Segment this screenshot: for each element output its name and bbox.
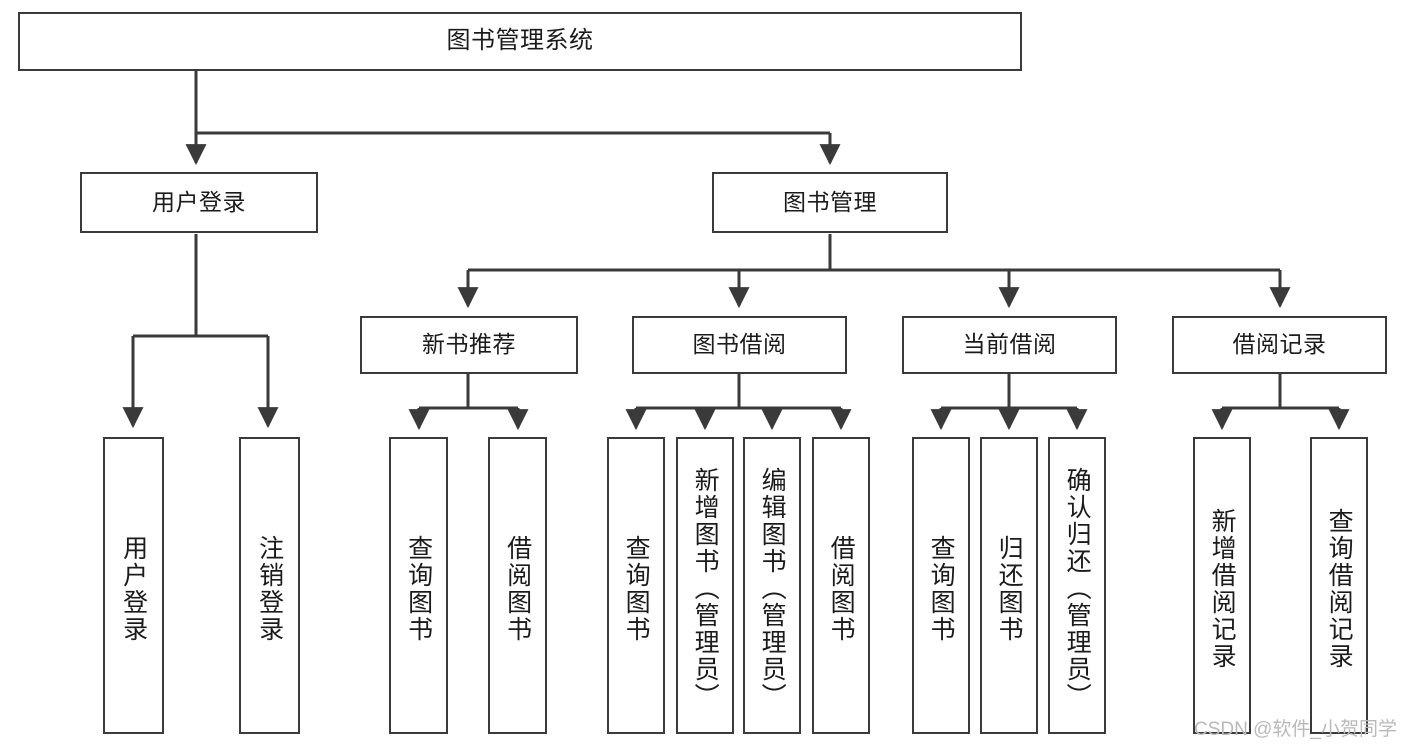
node-book-borrow[interactable]: 图书借阅 [632, 316, 847, 374]
node-leaf-borrow-book-2[interactable]: 借阅图书 [812, 437, 870, 734]
node-leaf-query-book-3[interactable]: 查询图书 [912, 437, 970, 734]
node-root-label: 图书管理系统 [446, 27, 594, 55]
node-leaf-query-book-2[interactable]: 查询图书 [607, 437, 665, 734]
node-leaf-borrow-book-1-label: 借阅图书 [503, 534, 532, 643]
node-leaf-query-book-1-label: 查询图书 [404, 534, 433, 643]
node-leaf-add-record-label: 新增借阅记录 [1208, 507, 1237, 670]
node-borrow-record[interactable]: 借阅记录 [1172, 316, 1387, 374]
node-current-borrow[interactable]: 当前借阅 [902, 316, 1117, 374]
node-leaf-return-book[interactable]: 归还图书 [980, 437, 1038, 734]
node-leaf-add-record[interactable]: 新增借阅记录 [1193, 437, 1251, 734]
node-leaf-user-login[interactable]: 用户登录 [103, 437, 164, 734]
node-new-book-recommend-label: 新书推荐 [422, 331, 516, 358]
node-book-manage-label: 图书管理 [783, 188, 877, 215]
node-root[interactable]: 图书管理系统 [18, 12, 1022, 71]
node-leaf-borrow-book-1[interactable]: 借阅图书 [488, 437, 547, 734]
node-leaf-return-book-label: 归还图书 [995, 534, 1024, 643]
node-leaf-query-book-3-label: 查询图书 [927, 534, 956, 643]
node-leaf-add-book-label: 新增图书（管理员） [691, 467, 720, 710]
node-leaf-user-logout-label: 注销登录 [255, 534, 284, 643]
node-user-login-label: 用户登录 [152, 188, 246, 215]
node-user-login[interactable]: 用户登录 [80, 172, 318, 233]
node-leaf-user-logout[interactable]: 注销登录 [239, 437, 300, 734]
node-leaf-add-book[interactable]: 新增图书（管理员） [676, 437, 734, 734]
node-borrow-record-label: 借阅记录 [1232, 331, 1327, 358]
node-leaf-query-record[interactable]: 查询借阅记录 [1310, 437, 1368, 734]
node-book-borrow-label: 图书借阅 [692, 331, 787, 358]
node-leaf-confirm-return-label: 确认归还（管理员） [1063, 467, 1092, 710]
node-book-manage[interactable]: 图书管理 [712, 172, 948, 233]
node-new-book-recommend[interactable]: 新书推荐 [360, 316, 578, 374]
node-leaf-user-login-label: 用户登录 [119, 534, 148, 643]
node-leaf-confirm-return[interactable]: 确认归还（管理员） [1048, 437, 1106, 734]
node-leaf-query-book-1[interactable]: 查询图书 [389, 437, 448, 734]
node-leaf-query-record-label: 查询借阅记录 [1325, 507, 1354, 670]
node-leaf-edit-book[interactable]: 编辑图书（管理员） [743, 437, 801, 734]
node-leaf-borrow-book-2-label: 借阅图书 [827, 534, 856, 643]
node-leaf-query-book-2-label: 查询图书 [622, 534, 651, 643]
node-leaf-edit-book-label: 编辑图书（管理员） [758, 467, 787, 710]
node-current-borrow-label: 当前借阅 [962, 331, 1057, 358]
